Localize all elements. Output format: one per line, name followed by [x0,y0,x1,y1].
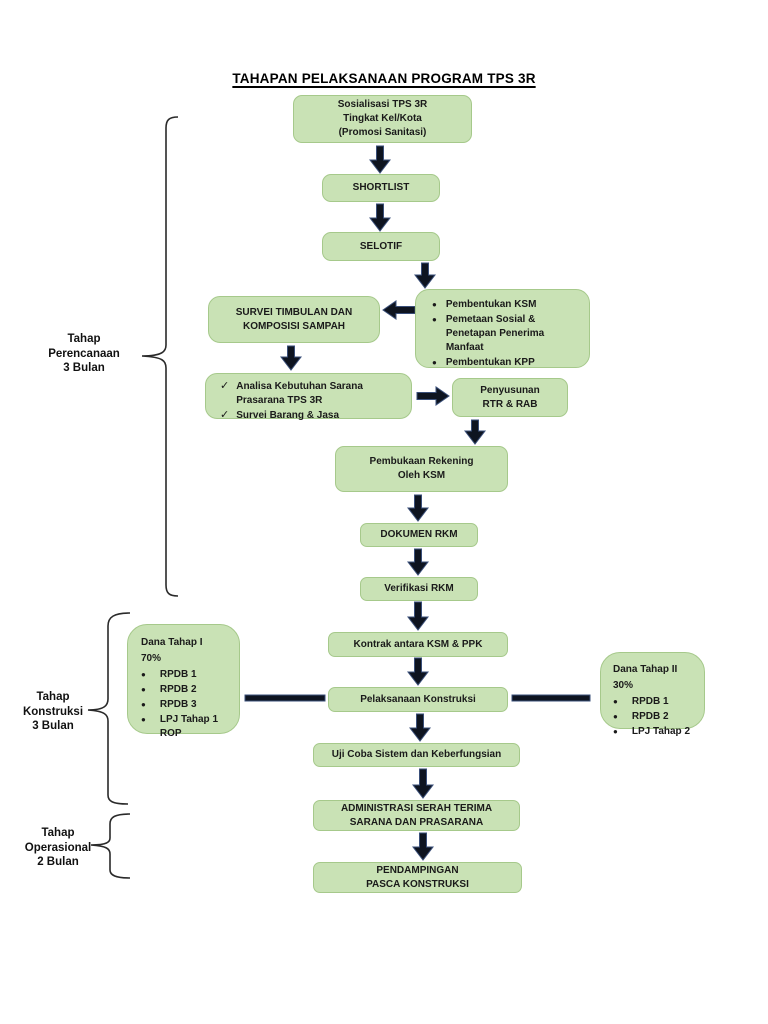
list-item: ●LPJ Tahap 2 [613,726,691,737]
arrow-selotif-to-pembentukan [413,262,437,289]
phase-label-perencanaan: Tahap Perencanaan 3 Bulan [48,333,120,374]
bullet-icon: ● [141,685,146,694]
node-verifikasi-rkm: Verifikasi RKM [360,577,478,601]
node-pendampingan: PENDAMPINGAN PASCA KONSTRUKSI [313,862,522,893]
list-item: ✓Survei Barang & Jasa [220,409,340,421]
node-sosialisasi: Sosialisasi TPS 3R Tingkat Kel/Kota (Pro… [293,95,472,143]
arrow-pembukaan-to-dokumen [406,494,430,522]
list-item: ●RPDB 3 [141,699,197,710]
list-item: ✓Analisa Kebutuhan Sarana Prasarana TPS … [220,380,363,406]
arrow-verifikasi-to-kontrak [406,601,430,631]
arrow-survei-to-analisa [279,345,303,371]
node-shortlist: SHORTLIST [322,174,440,202]
line-dana1-to-pelaksanaan [244,694,326,702]
phase-label-konstruksi: Tahap Konstruksi 3 Bulan [22,691,84,732]
pembentukan-list: ●Pembentukan KSM ●Pemetaan Sosial & Pene… [432,298,564,371]
node-analisa: ✓Analisa Kebutuhan Sarana Prasarana TPS … [205,373,412,421]
list-item: ●RPDB 1 [613,696,669,707]
bullet-icon: ● [432,358,437,367]
list-item: ●RPDB 1 [141,669,197,680]
dana1-title: Dana Tahap I [141,637,203,648]
dana1-percent: 70% [141,653,162,664]
arrow-shortlist-to-selotif [368,203,392,232]
list-item: ●RPDB 2 [613,711,669,722]
page-title: TAHAPAN PELAKSANAAN PROGRAM TPS 3R [232,71,536,86]
bullet-icon: ● [613,727,618,736]
dana2-percent: 30% [613,680,634,691]
list-item: ●Pemetaan Sosial & Penetapan Penerima Ma… [432,314,545,353]
node-selotif: SELOTIF [322,232,440,261]
node-penyusunan: Penyusunan RTR & RAB [452,378,568,417]
arrow-penyusunan-to-pembukaan [463,419,487,445]
arrow-sosialisasi-to-shortlist [368,145,392,174]
node-dana-tahap-1: Dana Tahap I 70% ●RPDB 1 ●RPDB 2 ●RPDB 3… [127,624,240,739]
list-item: ●RPDB 2 [141,684,197,695]
node-uji-coba: Uji Coba Sistem dan Keberfungsian [313,743,520,767]
arrow-ujicoba-to-administrasi [411,768,435,799]
list-item: ●Pembentukan KSM [432,299,537,310]
check-icon: ✓ [220,409,230,421]
bullet-icon: ● [613,712,618,721]
brace-perencanaan [141,116,179,597]
arrow-pelaksanaan-to-ujicoba [408,713,432,742]
node-pembukaan: Pembukaan Rekening Oleh KSM [335,446,508,492]
node-dana-tahap-2: Dana Tahap II 30% ●RPDB 1 ●RPDB 2 ●LPJ T… [600,652,705,737]
bullet-icon: ● [613,697,618,706]
check-icon: ✓ [220,380,230,392]
arrow-analisa-to-penyusunan [416,386,450,406]
arrow-dokumen-to-verifikasi [406,548,430,576]
bullet-icon: ● [141,715,146,724]
list-item: ●LPJ Tahap 1 ROP [141,714,219,739]
node-kontrak: Kontrak antara KSM & PPK [328,632,508,657]
bullet-icon: ● [141,700,146,709]
arrow-administrasi-to-pendampingan [411,832,435,861]
arrow-kontrak-to-pelaksanaan [406,657,430,686]
analisa-list: ✓Analisa Kebutuhan Sarana Prasarana TPS … [220,380,386,424]
dana2-list: ●RPDB 1 ●RPDB 2 ●LPJ Tahap 2 [613,695,690,740]
dana1-list: ●RPDB 1 ●RPDB 2 ●RPDB 3 ●LPJ Tahap 1 ROP [141,668,222,742]
node-administrasi: ADMINISTRASI SERAH TERIMA SARANA DAN PRA… [313,800,520,831]
phase-label-operasional: Tahap Operasional 2 Bulan [24,827,92,868]
bullet-icon: ● [432,315,437,324]
bullet-icon: ● [432,300,437,309]
list-item: ●Pembentukan KPP [432,357,535,368]
bullet-icon: ● [141,670,146,679]
arrow-pembentukan-to-survei [382,300,416,320]
node-pelaksanaan: Pelaksanaan Konstruksi [328,687,508,712]
node-pembentukan: ●Pembentukan KSM ●Pemetaan Sosial & Pene… [415,289,590,368]
dana2-title: Dana Tahap II [613,664,678,675]
node-dokumen-rkm: DOKUMEN RKM [360,523,478,547]
line-pelaksanaan-to-dana2 [511,694,591,702]
node-survei: SURVEI TIMBULAN DAN KOMPOSISI SAMPAH [208,296,380,343]
